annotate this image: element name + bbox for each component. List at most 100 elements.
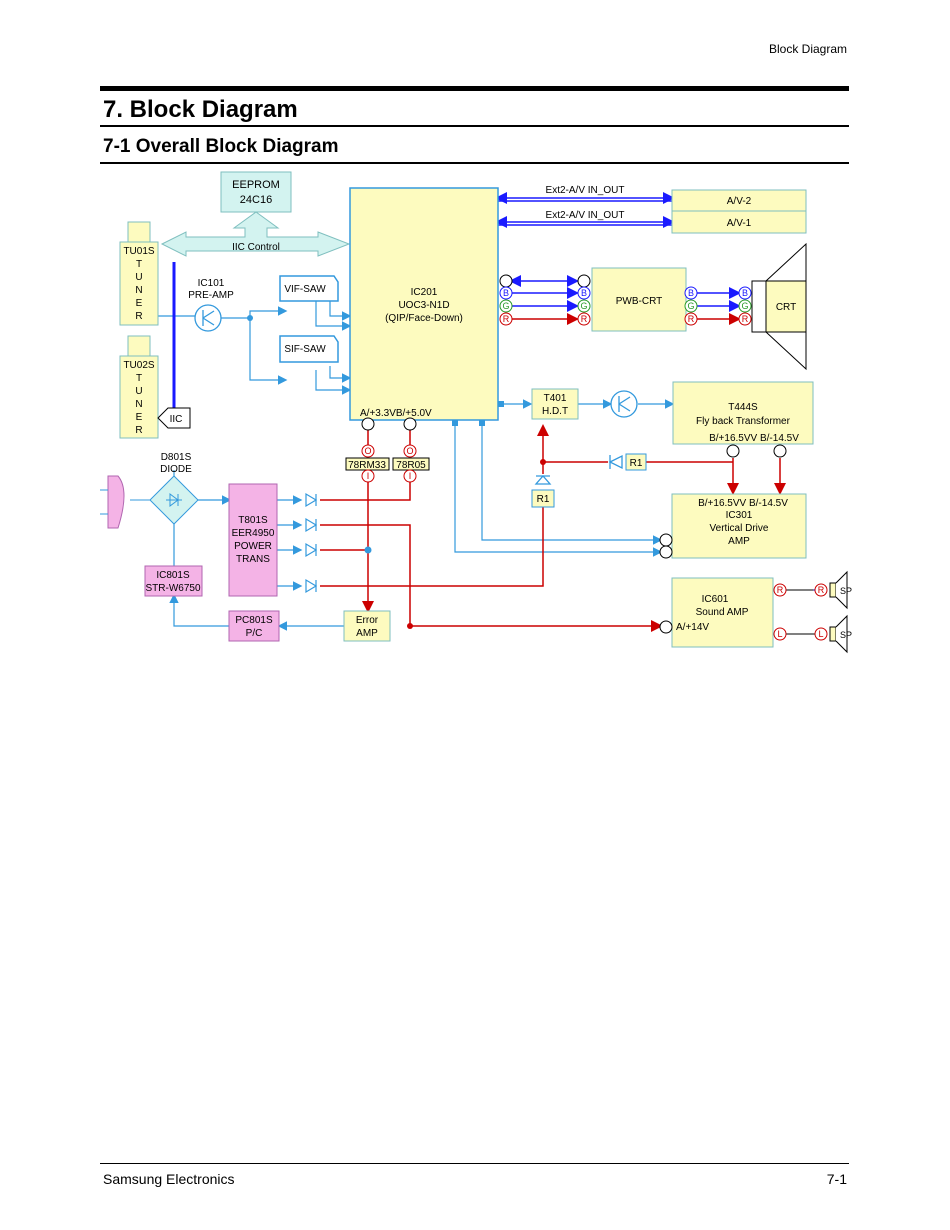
svg-text:78R05: 78R05 [396, 460, 426, 471]
svg-text:R: R [818, 585, 825, 595]
speaker-left: L SP [814, 614, 852, 654]
ext-label-bottom: Ext2-A/V IN_OUT [546, 210, 625, 221]
svg-text:IC101: IC101 [198, 278, 225, 289]
svg-text:SIF-SAW: SIF-SAW [284, 344, 326, 355]
r1-top: R1 [608, 453, 647, 471]
svg-text:T801S: T801S [238, 515, 268, 526]
svg-text:EER4950: EER4950 [232, 528, 275, 539]
svg-text:DIODE: DIODE [160, 464, 192, 475]
eeprom-label: EEPROM [232, 179, 280, 191]
svg-text:IC201: IC201 [411, 287, 438, 298]
svg-text:R: R [688, 314, 695, 324]
t444s-fbt: T444S Fly back Transformer B/+16.5VV B/-… [672, 381, 814, 458]
ic301-vertical-drive: B/+16.5VV B/-14.5V IC301 Vertical Drive … [659, 493, 807, 559]
svg-text:E: E [136, 298, 143, 309]
svg-text:B: B [742, 288, 748, 298]
svg-text:A/V-1: A/V-1 [727, 218, 752, 229]
vif-saw: VIF-SAW [279, 275, 339, 302]
svg-text:UOC3-N1D: UOC3-N1D [398, 300, 449, 311]
iic-control-label: IIC Control [232, 242, 280, 253]
ic801s: IC801S STR-W6750 [144, 565, 203, 597]
red-wires [320, 313, 786, 632]
footer-page-number: 7-1 [826, 1171, 847, 1187]
svg-text:H.D.T: H.D.T [542, 406, 568, 417]
running-header: Block Diagram [768, 42, 847, 56]
signal-wires [150, 300, 675, 631]
ac-plug [100, 475, 125, 529]
svg-text:T444S: T444S [728, 402, 758, 413]
svg-text:N: N [135, 285, 142, 296]
svg-text:B: B [503, 288, 509, 298]
svg-text:R: R [135, 311, 142, 322]
svg-text:Vertical Drive: Vertical Drive [710, 523, 769, 534]
svg-text:G: G [687, 301, 694, 311]
svg-text:CRT: CRT [776, 302, 796, 313]
page-title: 7. Block Diagram [103, 96, 298, 123]
ic101-preamp: IC101 PRE-AMP [188, 278, 234, 332]
av-box: A/V-2 A/V-1 [671, 189, 807, 234]
svg-text:TU01S: TU01S [123, 246, 154, 257]
title-rule [100, 125, 849, 127]
svg-text:R: R [777, 585, 784, 595]
svg-text:VIF-SAW: VIF-SAW [284, 284, 326, 295]
svg-text:PRE-AMP: PRE-AMP [188, 290, 234, 301]
r1-bottom: R1 [531, 475, 555, 508]
black-wires [786, 586, 821, 635]
blue-wires [172, 192, 741, 427]
svg-text:T401: T401 [544, 393, 567, 404]
svg-text:D801S: D801S [161, 452, 192, 463]
footer-company: Samsung Electronics [103, 1171, 235, 1187]
svg-text:N: N [135, 399, 142, 410]
svg-text:B/+16.5VV B/-14.5V: B/+16.5VV B/-14.5V [698, 498, 788, 509]
svg-text:U: U [135, 386, 142, 397]
section-title: 7-1 Overall Block Diagram [103, 136, 339, 157]
pwb-crt-block: PWB-CRT B G R B G R [577, 267, 698, 332]
svg-text:I: I [409, 471, 412, 481]
svg-text:PWB-CRT: PWB-CRT [616, 296, 662, 307]
tuner-1: TU01S T U N E R [119, 221, 159, 326]
svg-text:O: O [364, 446, 371, 456]
svg-text:T: T [136, 259, 142, 270]
svg-text:B/+16.5VV B/-14.5V: B/+16.5VV B/-14.5V [709, 433, 799, 444]
svg-text:G: G [741, 301, 748, 311]
svg-text:B: B [688, 288, 694, 298]
svg-text:B: B [581, 288, 587, 298]
svg-text:R: R [503, 314, 510, 324]
svg-text:SP: SP [840, 630, 852, 640]
footer-rule [100, 1163, 849, 1164]
svg-text:L: L [777, 629, 782, 639]
d801s-diode: D801S DIODE [130, 452, 199, 525]
svg-text:IC601: IC601 [702, 594, 729, 605]
t401-hdt: T401 H.D.T [531, 388, 579, 420]
svg-text:IIC: IIC [170, 414, 183, 425]
svg-text:G: G [580, 301, 587, 311]
svg-text:78RM33: 78RM33 [348, 460, 386, 471]
svg-text:IC301: IC301 [726, 510, 753, 521]
svg-text:POWER: POWER [234, 541, 272, 552]
svg-text:R1: R1 [537, 494, 550, 505]
svg-text:Sound AMP: Sound AMP [696, 607, 749, 618]
svg-text:T: T [136, 373, 142, 384]
svg-text:TRANS: TRANS [236, 554, 270, 565]
svg-text:G: G [502, 301, 509, 311]
svg-text:IC801S: IC801S [156, 570, 190, 581]
ext-label-top: Ext2-A/V IN_OUT [546, 185, 625, 196]
crt-tube: B G R CRT [738, 242, 807, 371]
ic201-block: IC201 UOC3-N1D (QIP/Face-Down) A/+3.3VB/… [349, 187, 504, 426]
svg-text:R: R [581, 314, 588, 324]
svg-text:(QIP/Face-Down): (QIP/Face-Down) [385, 313, 463, 324]
regulator-78r05: O 78R05 I [392, 417, 430, 483]
svg-text:L: L [818, 629, 823, 639]
iic-control-bus: IIC Control [160, 211, 351, 257]
pc801s: PC801S P/C [228, 610, 280, 642]
eeprom-part: 24C16 [240, 194, 272, 206]
svg-text:P/C: P/C [246, 628, 263, 639]
svg-text:TU02S: TU02S [123, 360, 154, 371]
svg-text:STR-W6750: STR-W6750 [145, 583, 200, 594]
svg-text:O: O [406, 446, 413, 456]
eeprom-block: EEPROM 24C16 [220, 171, 292, 213]
svg-text:I: I [367, 471, 370, 481]
svg-text:A/+14V: A/+14V [676, 622, 709, 633]
svg-text:R1: R1 [630, 458, 643, 469]
section-rule [100, 162, 849, 164]
